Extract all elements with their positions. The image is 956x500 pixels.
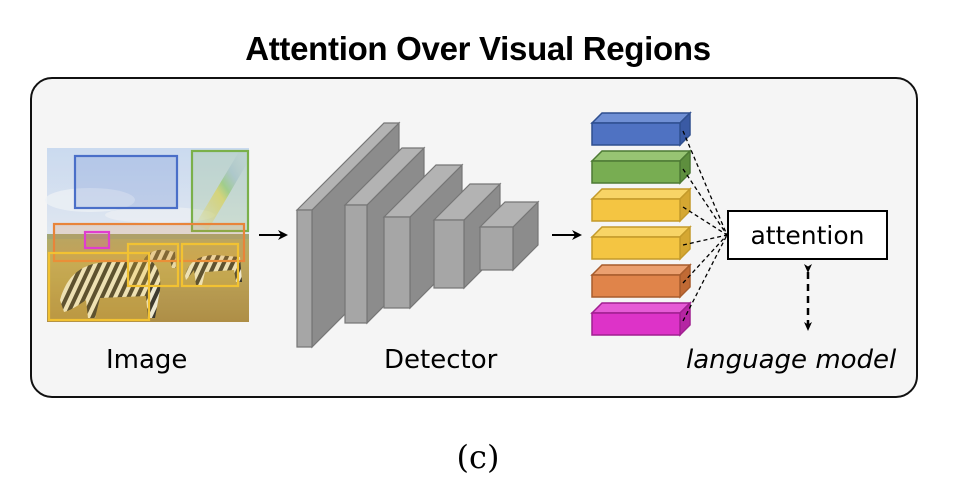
zebra-middle-region-box <box>126 242 180 288</box>
detector-network <box>295 121 540 349</box>
feature-vector-green <box>591 160 681 184</box>
distant-animals-region-box <box>83 230 111 250</box>
feature-yellow-top <box>590 226 692 238</box>
attention-link <box>682 234 728 322</box>
zebra-right <box>185 255 242 285</box>
feature-blue-top <box>590 112 692 124</box>
detector-layer-4 <box>433 219 465 289</box>
rainbow-region-box <box>190 149 250 233</box>
feature-magenta-top <box>590 302 692 314</box>
feature-green-top <box>590 150 692 162</box>
detector-layer-2 <box>344 204 368 324</box>
image-cloud <box>105 207 215 223</box>
attention-link <box>682 234 728 284</box>
image-label: Image <box>106 345 188 375</box>
feature-yellow-top <box>590 188 692 200</box>
zebra-left <box>60 260 161 318</box>
feature-vector-orange <box>591 274 681 298</box>
figure-caption: (c) <box>456 438 500 476</box>
image-rainbow <box>195 150 249 230</box>
detector-layer-1 <box>296 209 313 348</box>
detector-layer-5 <box>479 226 514 271</box>
sky-region-box <box>73 154 179 210</box>
figure-title: Attention Over Visual Regions <box>245 30 711 67</box>
feature-vector-blue <box>591 122 681 146</box>
attention-label: attention <box>750 220 865 250</box>
feature-vector-yellow <box>591 198 681 222</box>
attention-link <box>682 168 728 236</box>
attention-link <box>682 234 728 246</box>
zebra-middle <box>142 249 176 270</box>
attention-connections <box>682 130 728 322</box>
attention-box: attention <box>727 210 888 260</box>
image-cloud <box>45 188 135 212</box>
attention-link <box>682 130 728 236</box>
region-features <box>590 111 692 337</box>
detector-layer-3 <box>383 216 411 309</box>
attention-link <box>682 206 728 236</box>
feature-vector-yellow <box>591 236 681 260</box>
language-model-label: language model <box>686 345 897 375</box>
feature-vector-magenta <box>591 312 681 336</box>
feature-orange-top <box>590 264 692 276</box>
region-boxes <box>47 149 250 322</box>
zebra-right-region-box <box>180 242 240 288</box>
image-horizon <box>47 234 249 239</box>
detector-label: Detector <box>384 345 498 375</box>
